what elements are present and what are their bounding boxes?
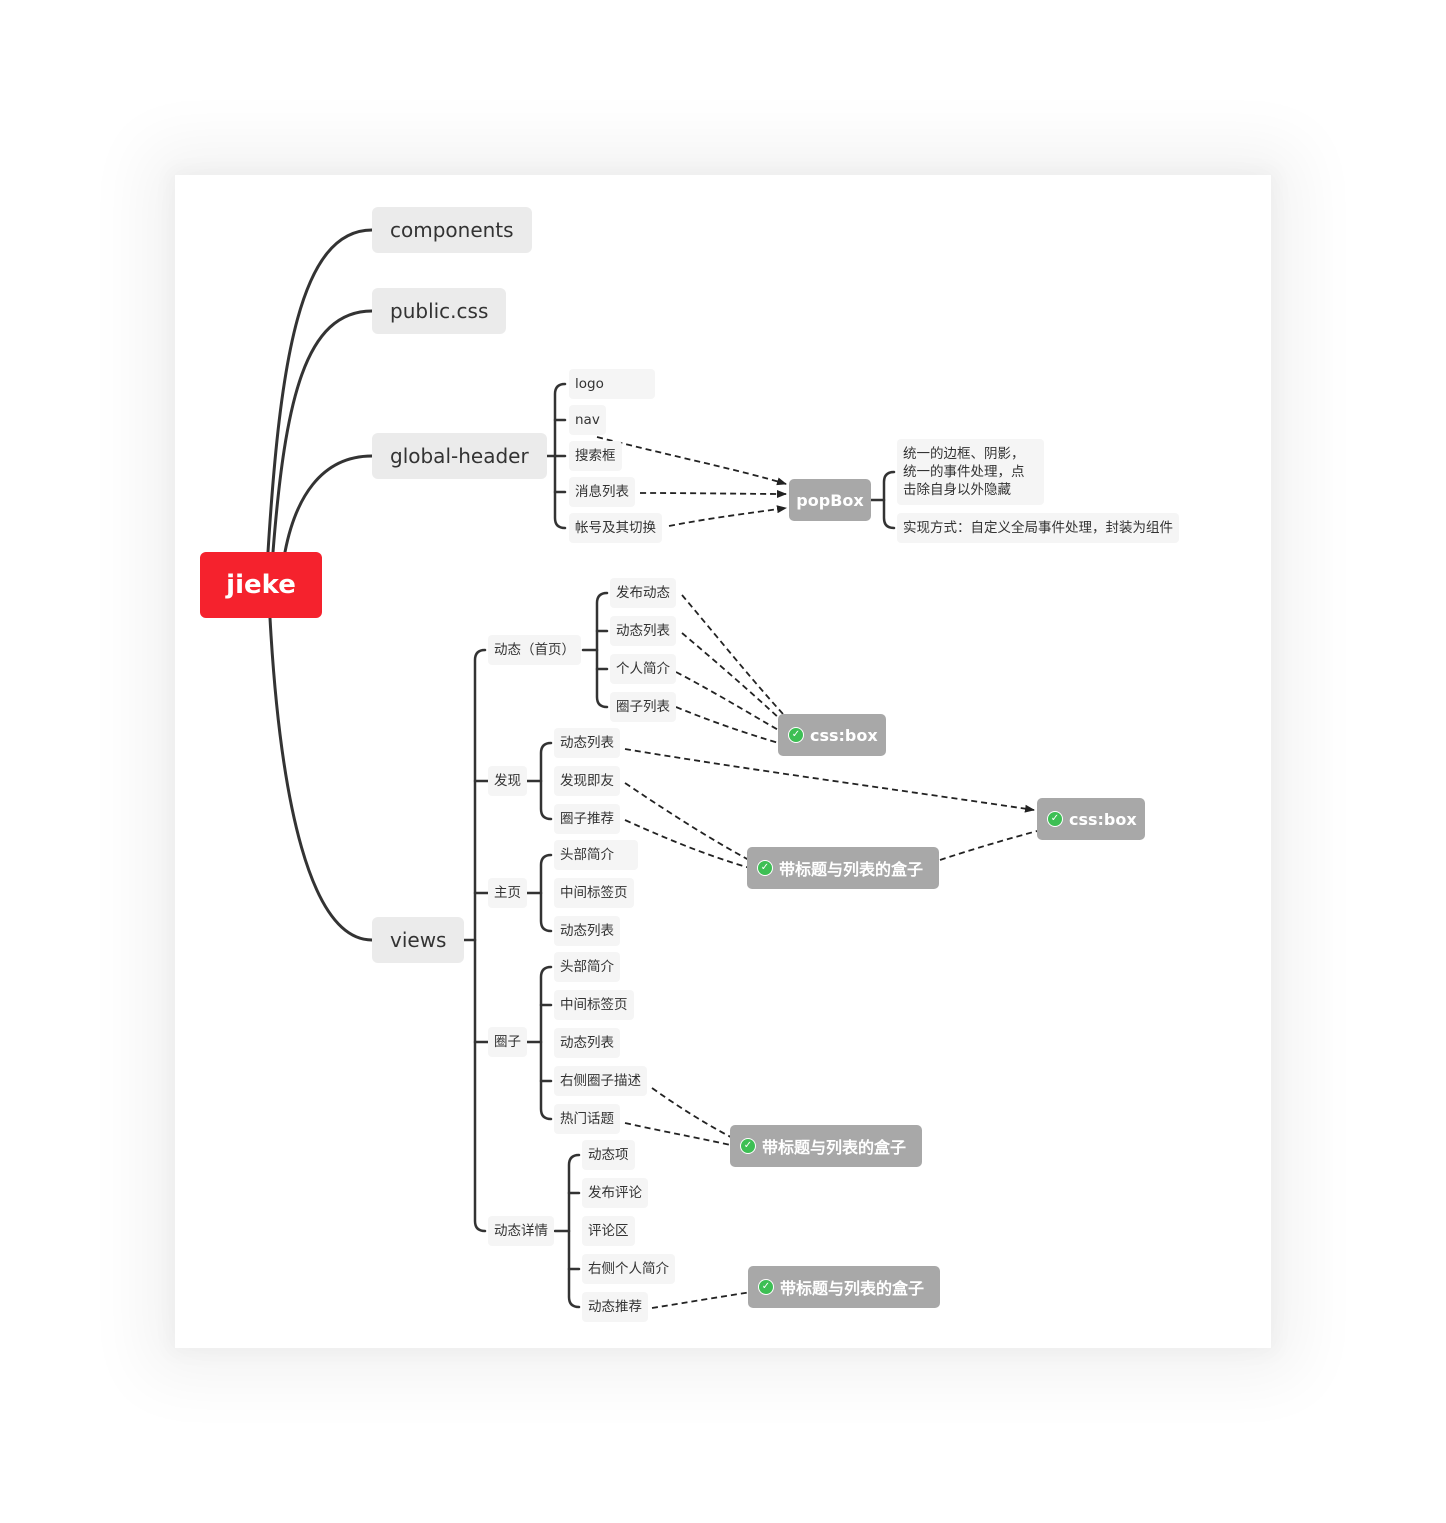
detail-item-profile[interactable]: 右侧个人简介 <box>582 1254 675 1284</box>
check-icon: ✓ <box>740 1138 756 1154</box>
home-item-circles[interactable]: 圈子列表 <box>610 692 676 722</box>
circle-item-header[interactable]: 头部简介 <box>554 952 620 982</box>
branch-views[interactable]: views <box>372 917 465 963</box>
summary-css-box-1[interactable]: ✓ css:box <box>778 714 886 756</box>
homepage-item-feed[interactable]: 动态列表 <box>554 916 620 946</box>
header-item-search[interactable]: 搜索框 <box>569 441 622 471</box>
popbox-note-design[interactable]: 统一的边框、阴影， 统一的事件处理，点 击除自身以外隐藏 <box>897 439 1044 505</box>
circle-item-description[interactable]: 右侧圈子描述 <box>554 1066 647 1096</box>
branch-components[interactable]: components <box>372 207 532 253</box>
branch-global-header[interactable]: global-header <box>372 433 547 479</box>
header-item-messages[interactable]: 消息列表 <box>569 477 635 507</box>
popbox-note-implementation[interactable]: 实现方式：自定义全局事件处理，封装为组件 <box>897 513 1179 543</box>
views-dynamic-home[interactable]: 动态（首页） <box>488 635 581 665</box>
circle-item-hot-topics[interactable]: 热门话题 <box>554 1104 620 1134</box>
detail-item-recommend[interactable]: 动态推荐 <box>582 1292 648 1322</box>
root-to-public-css-link <box>271 309 374 554</box>
discover-item-friends[interactable]: 发现即友 <box>554 766 620 796</box>
home-item-feed[interactable]: 动态列表 <box>610 616 676 646</box>
header-item-logo[interactable]: logo <box>569 369 655 399</box>
popbox-summary[interactable]: popBox <box>789 479 871 521</box>
detail-item-comments[interactable]: 评论区 <box>582 1216 635 1246</box>
home-item-profile[interactable]: 个人简介 <box>610 654 676 684</box>
summary-css-box-2[interactable]: ✓ css:box <box>1037 798 1145 840</box>
check-icon: ✓ <box>788 727 804 743</box>
circle-item-tabs[interactable]: 中间标签页 <box>554 990 634 1020</box>
header-item-account[interactable]: 帐号及其切换 <box>569 513 662 543</box>
home-item-publish[interactable]: 发布动态 <box>610 578 676 608</box>
discover-item-feed[interactable]: 动态列表 <box>554 728 620 758</box>
detail-item-comment-form[interactable]: 发布评论 <box>582 1178 648 1208</box>
header-item-nav[interactable]: nav <box>569 405 606 435</box>
branch-public-css[interactable]: public.css <box>372 288 507 334</box>
root-to-views-link <box>268 616 374 942</box>
views-detail[interactable]: 动态详情 <box>488 1216 554 1246</box>
mindmap-canvas <box>175 175 1271 1348</box>
summary-titled-box-3[interactable]: ✓ 带标题与列表的盒子 <box>748 1266 940 1308</box>
summary-titled-box-2[interactable]: ✓ 带标题与列表的盒子 <box>730 1125 922 1167</box>
circle-item-feed[interactable]: 动态列表 <box>554 1028 620 1058</box>
check-icon: ✓ <box>1047 811 1063 827</box>
root-to-global-header-link <box>283 454 374 554</box>
root-to-components-link <box>266 228 374 554</box>
summary-titled-box-1[interactable]: ✓ 带标题与列表的盒子 <box>747 847 939 889</box>
views-homepage[interactable]: 主页 <box>488 878 527 908</box>
homepage-item-tabs[interactable]: 中间标签页 <box>554 878 634 908</box>
views-circle[interactable]: 圈子 <box>488 1027 527 1057</box>
check-icon: ✓ <box>758 1279 774 1295</box>
views-discover[interactable]: 发现 <box>488 766 527 796</box>
discover-item-circles[interactable]: 圈子推荐 <box>554 804 620 834</box>
homepage-item-header[interactable]: 头部简介 <box>554 840 638 870</box>
detail-item-post[interactable]: 动态项 <box>582 1140 635 1170</box>
root-node[interactable]: jieke <box>200 552 322 618</box>
check-icon: ✓ <box>757 860 773 876</box>
